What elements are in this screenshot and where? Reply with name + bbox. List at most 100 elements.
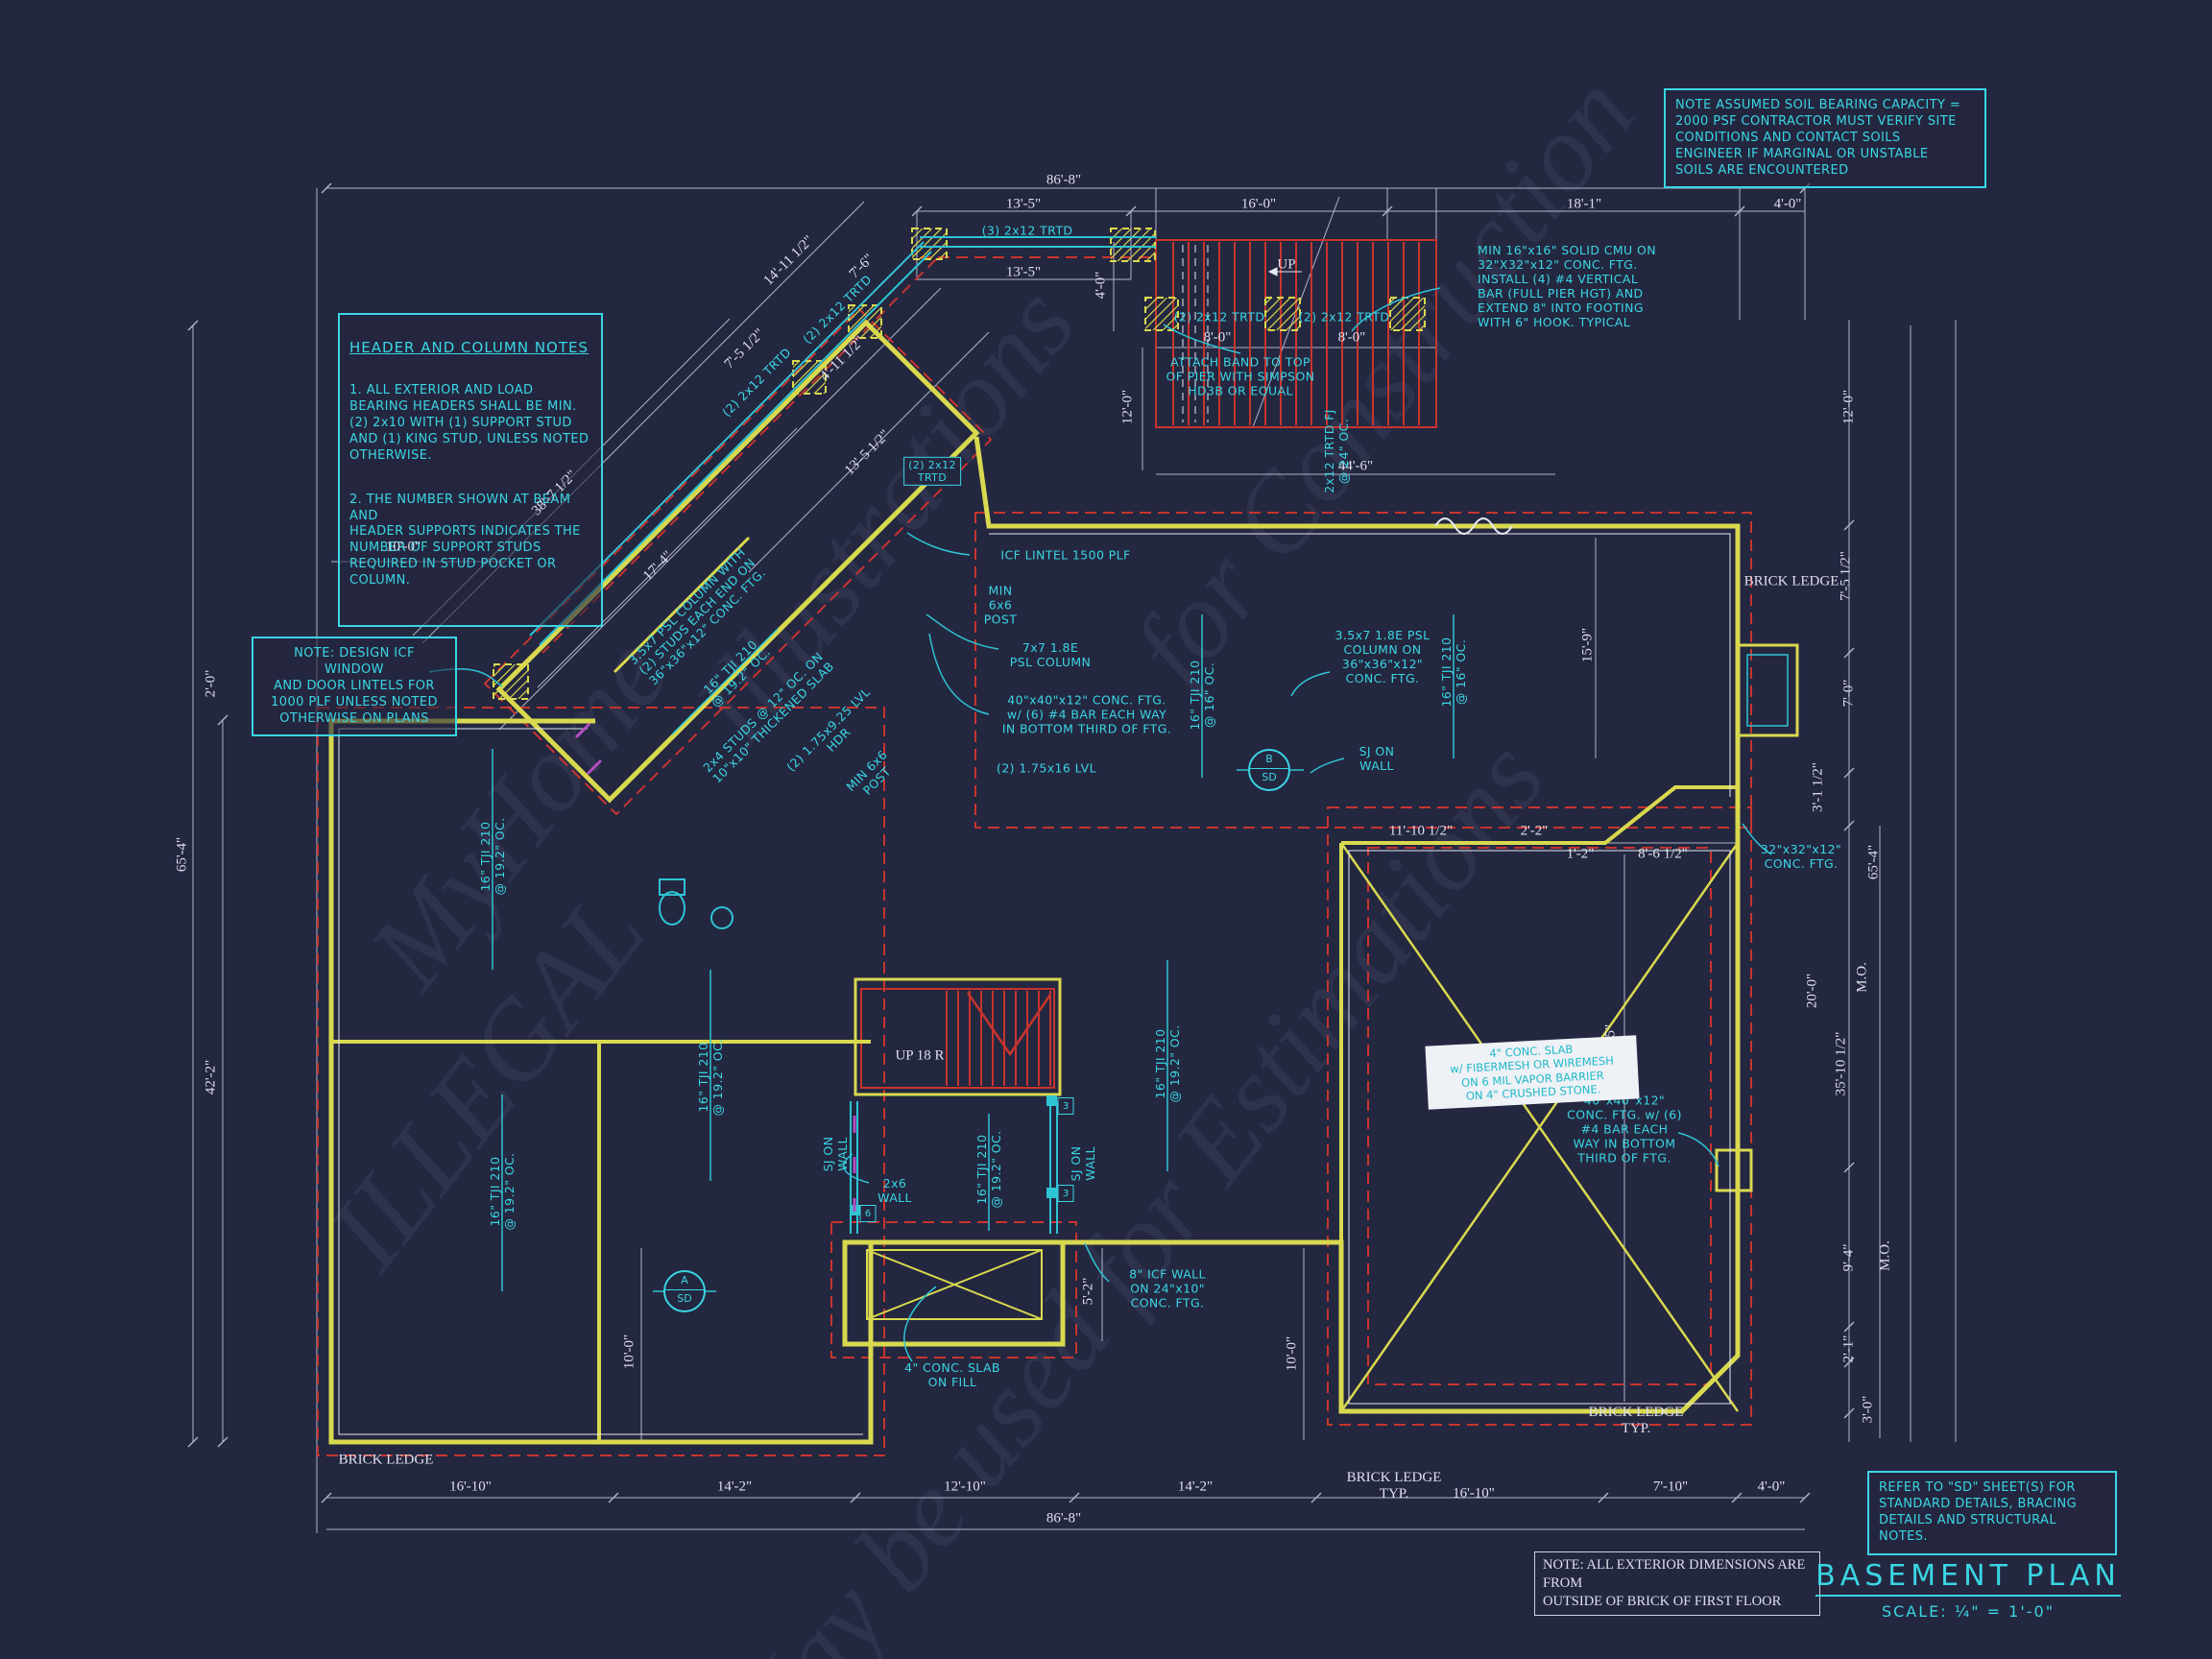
annotation-label: SJ ON WALL [1358,744,1395,773]
annotation-label: (2) 2x12 TRTD [903,456,961,487]
annotation-label: (2) 2x12 TRTD [1298,309,1390,325]
dim-label: M.O. [1854,962,1870,993]
annotation-label: 16" TJI 210 @ 16" OC. [1188,660,1216,731]
slab-spec-highlight: 4" CONC. SLAB w/ FIBERMESH OR WIREMESH O… [1425,1035,1640,1110]
annotation-label: 40"x40"x12" CONC. FTG. w/ (6) #4 BAR EAC… [1001,692,1172,736]
dim-label: 35'-10 1/2" [1833,1031,1849,1096]
annotation-label: 2x12 TRTD FJ @ 24" OC. [1322,409,1351,493]
header-column-notes: HEADER AND COLUMN NOTES 1. ALL EXTERIOR … [338,313,603,627]
dim-label: 13'-5" [1005,196,1042,212]
soil-bearing-note: NOTE ASSUMED SOIL BEARING CAPACITY = 200… [1664,88,1986,189]
header-column-notes-title: HEADER AND COLUMN NOTES [349,338,589,356]
section-marker-a: A SD [663,1270,706,1312]
dim-label: 10'-0" [621,1334,637,1370]
annotation-label: 8" ICF WALL ON 24"x10" CONC. FTG. [1129,1266,1206,1310]
dim-label: 20'-0" [1804,973,1820,1009]
header-column-note-2: 2. THE NUMBER SHOWN AT BEAM AND HEADER S… [349,492,581,589]
annotation-label: (3) 2x12 TRTD [981,223,1073,238]
annotation-label: 16" TJI 210 @ 19.2" OC. [974,1130,1003,1209]
annotation-label: MIN 6x6 POST [983,583,1018,627]
annotation-label: MIN 16"x16" SOLID CMU ON 32"X32"x12" CON… [1478,243,1656,329]
dim-label: 15'-9" [1579,627,1596,663]
annotation-label: 4" CONC. SLAB ON FILL [904,1360,1000,1389]
title-block: BASEMENT PLAN SCALE: ¼" = 1'-0" [1815,1559,2122,1621]
dim-label: 44'-6" [1337,458,1374,474]
sd-sheets-note: REFER TO "SD" SHEET(S) FOR STANDARD DETA… [1867,1471,2117,1555]
dim-label: 86'-8" [1046,172,1082,188]
annotation-label: (2) 2x12 TRTD [1173,309,1265,325]
dim-label: 11'-10 1/2" [1388,823,1454,839]
annotation-label: 3.5x7 1.8E PSL COLUMN ON 36"x36"x12" CON… [1334,628,1431,685]
dim-label: 7'-10" [1652,1479,1689,1495]
annotation-label: 16" TJI 210 @ 19.2" OC. [696,1038,725,1117]
section-divider [1250,768,1288,769]
annotation-label: 16" TJI 210 @ 19.2" OC. [478,817,507,896]
dim-label: 16'-0" [1240,196,1277,212]
section-letter: B [1265,753,1273,765]
dim-label: 10'-0" [1284,1335,1300,1372]
dim-label: 3'-0" [1860,1395,1876,1424]
section-marker-b: B SD [1248,749,1290,791]
exterior-dims-note: NOTE: ALL EXTERIOR DIMENSIONS ARE FROM O… [1534,1551,1820,1616]
dim-label: 18'-1" [1566,196,1602,212]
annotation-label: (2) 1.75x16 LVL [997,760,1096,776]
dim-label: M.O. [1877,1240,1893,1271]
dim-label: 2'-1" [1840,1334,1857,1363]
dim-label: 9'-4" [1840,1243,1857,1272]
stairs-up-label: UP 18 R [895,1047,945,1064]
dim-label: 2'-0" [203,669,219,698]
annotation-label: 16" TJI 210 @ 19.2" OC. [1153,1024,1182,1103]
dim-label: 4'-0" [1093,271,1109,300]
sheet-title: BASEMENT PLAN [1815,1559,2121,1597]
dim-label: 4'-0" [1757,1479,1786,1495]
annotation-label: 16" TJI 210 @ 19.2" OC. [488,1152,517,1231]
window-marks [574,722,856,1212]
section-sheet: SD [1262,771,1277,783]
annotation-label: 40"x40"x12" CONC. FTG. w/ (6) #4 BAR EAC… [1567,1093,1682,1166]
stud-pocket-marker: 3 [1057,1185,1074,1202]
dim-label: 8'-6 1/2" [1638,846,1688,862]
stud-pocket-marker: 3 [1057,1097,1074,1115]
section-sheet: SD [677,1292,692,1305]
dim-label: 2'-2" [1520,823,1549,839]
dim-label: 12'-10" [944,1479,986,1495]
dim-label: 16'-10" [1453,1485,1495,1502]
section-divider [665,1289,704,1290]
dim-label: 10'-0" [385,539,421,555]
dim-label: 14'-2" [716,1479,753,1495]
dim-label: 13'-5" [1005,264,1042,280]
annotation-label: ICF LINTEL 1500 PLF [1000,547,1131,563]
brick-ledge-label: BRICK LEDGE TYP. [1588,1404,1684,1436]
annotation-label: 7x7 1.8E PSL COLUMN [1009,640,1092,669]
annotation-label: 16" TJI 210 @ 16" OC. [1439,637,1468,708]
wall-lines [328,228,1799,1445]
dim-label: 16'-10" [449,1479,492,1495]
brick-ledge-label: BRICK LEDGE [1743,573,1839,589]
section-letter: A [681,1274,688,1286]
dim-label: 14'-2" [1177,1479,1214,1495]
dim-label: 12'-0" [1119,389,1136,425]
sheet-scale: SCALE: ¼" = 1'-0" [1881,1602,2056,1621]
stud-pocket-marker: 6 [859,1205,877,1222]
dim-label: 12'-0" [1840,389,1857,425]
stairs-up-label: UP [1277,256,1296,273]
brick-ledge-label: BRICK LEDGE TYP. [1346,1469,1442,1502]
annotation-label: SJ ON WALL [821,1136,850,1172]
dim-label: 3'-1 1/2" [1810,762,1826,812]
annotation-label: 2x6 WALL [878,1176,912,1205]
annotation-label: SJ ON WALL [1069,1145,1097,1182]
dim-label: 8'-0" [1203,329,1232,346]
dim-label: 65'-4" [1865,844,1882,880]
dim-label: 7'-0" [1840,679,1857,708]
brick-ledge-label: BRICK LEDGE [338,1452,434,1468]
icf-window-note: NOTE: DESIGN ICF WINDOW AND DOOR LINTELS… [252,637,457,737]
dim-label: 8'-0" [1337,329,1366,346]
header-column-note-1: 1. ALL EXTERIOR AND LOAD BEARING HEADERS… [349,383,589,463]
dim-label: 65'-4" [174,836,190,873]
dim-label: 5'-2" [1080,1277,1096,1306]
dim-label: 7'-5 1/2" [1838,551,1854,601]
dim-label: 42'-2" [203,1059,219,1095]
dim-label: 1'-2" [1566,846,1595,862]
